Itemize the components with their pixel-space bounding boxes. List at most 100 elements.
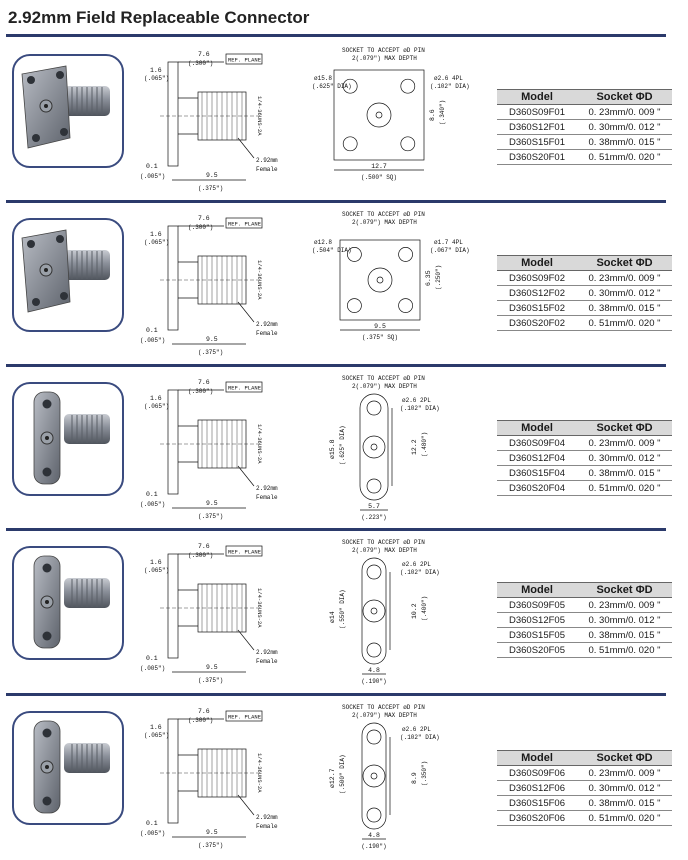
dim-top-mm: 7.6 [198, 708, 210, 715]
dim-height-mm: 10.2 [411, 603, 418, 619]
socket-note: SOCKET TO ACCEPT øD PIN [342, 539, 425, 546]
dim-left-mm: 1.6 [150, 395, 162, 402]
body-dia-mm: ø12.8 [314, 239, 332, 246]
body-dia-mm: ø14 [329, 611, 336, 623]
flange-outline [167, 61, 179, 167]
mount-hole [42, 728, 52, 738]
leader-line [237, 465, 255, 487]
column-header-model: Model [497, 750, 577, 766]
body-dia-in: (.550" DIA) [339, 589, 346, 629]
dim-height-mm: 6.35 [425, 270, 432, 286]
socket-cell: 0. 23mm/0. 009 " [577, 765, 672, 781]
column-header-socket: Socket ΦD [577, 750, 672, 766]
socket-note: SOCKET TO ACCEPT øD PIN [342, 47, 425, 54]
model-cell: D360S09F02 [497, 270, 577, 286]
model-cell: D360S15F04 [497, 465, 577, 481]
flange-slim-outline [359, 393, 389, 501]
section-divider [6, 364, 666, 367]
page-title: 2.92mm Field Replaceable Connector [8, 8, 310, 27]
dim-bottom-mm: 0.1 [146, 163, 158, 170]
hole-dia-in: (.102" DIA) [430, 83, 470, 90]
dim-left-mm: 1.6 [150, 724, 162, 731]
ref-plane-box [225, 545, 263, 557]
mount-hole [42, 563, 52, 573]
female-label: Female [256, 494, 278, 501]
dim-top-mm: 7.6 [198, 51, 210, 58]
flange-outline [167, 389, 179, 495]
mount-hole-outline [366, 729, 382, 745]
female-size: 2.92mm [256, 321, 278, 328]
dim-height-in: (.340") [439, 100, 446, 125]
socket-cell: 0. 23mm/0. 009 " [577, 435, 672, 451]
flange-square-outline [339, 239, 421, 321]
socket-note: SOCKET TO ACCEPT øD PIN [342, 375, 425, 382]
socket-cell: 0. 38mm/0. 015 " [577, 134, 672, 150]
socket-circle [370, 607, 378, 615]
dim-height-mm: 12.2 [411, 439, 418, 455]
center-pin [44, 104, 48, 108]
title-rule [6, 34, 666, 37]
flange-outline [167, 718, 179, 824]
thread-spec: 1/4-36UNS-2A [256, 96, 263, 136]
hole-dia-in: (.102" DIA) [400, 734, 440, 741]
socket-circle [370, 443, 378, 451]
female-size: 2.92mm [256, 485, 278, 492]
section-divider [6, 200, 666, 203]
mount-hole-outline [398, 247, 413, 262]
socket-cell: 0. 51mm/0. 020 " [577, 315, 672, 331]
model-cell: D360S09F01 [497, 104, 577, 120]
dim-bottom-mm: 0.1 [146, 655, 158, 662]
dim-height-mm: 8.6 [429, 109, 436, 121]
model-cell: D360S12F01 [497, 119, 577, 135]
mount-hole [60, 128, 68, 136]
model-cell: D360S20F05 [497, 642, 577, 658]
female-size: 2.92mm [256, 157, 278, 164]
thread-spec: 1/4-36UNS-2A [256, 753, 263, 793]
socket-depth-note: 2(.079") MAX DEPTH [352, 55, 417, 62]
female-size: 2.92mm [256, 814, 278, 821]
column-header-model: Model [497, 89, 577, 105]
socket-note: SOCKET TO ACCEPT øD PIN [342, 704, 425, 711]
mount-hole-outline [347, 247, 362, 262]
connector-photo [12, 54, 124, 168]
socket-cell: 0. 51mm/0. 020 " [577, 810, 672, 826]
connector-image [21, 229, 110, 313]
connector-image [33, 391, 110, 485]
mount-hole [27, 240, 35, 248]
mount-hole-outline [366, 564, 382, 580]
leader-line [237, 629, 255, 651]
dim-height-mm: 8.9 [411, 772, 418, 784]
socket-cell: 0. 51mm/0. 020 " [577, 149, 672, 165]
body-dia-in: (.500" DIA) [339, 754, 346, 794]
dim-length-in: (.375") [198, 513, 223, 520]
socket-cell: 0. 30mm/0. 012 " [577, 119, 672, 135]
mount-hole [56, 71, 64, 79]
dim-top-in: (.300") [188, 60, 213, 67]
female-label: Female [256, 658, 278, 665]
connector-photo [12, 218, 124, 332]
mount-hole-outline [400, 136, 416, 152]
dim-height-in: (.400") [421, 596, 428, 621]
mount-hole-outline [366, 807, 382, 823]
dim-width-mm: 5.7 [368, 503, 380, 510]
mount-hole-outline [366, 400, 382, 416]
thread-spec: 1/4-36UNS-2A [256, 424, 263, 464]
body-circle [362, 764, 386, 788]
dim-bottom-in: (.005") [140, 665, 165, 672]
ref-plane-box [225, 53, 263, 65]
